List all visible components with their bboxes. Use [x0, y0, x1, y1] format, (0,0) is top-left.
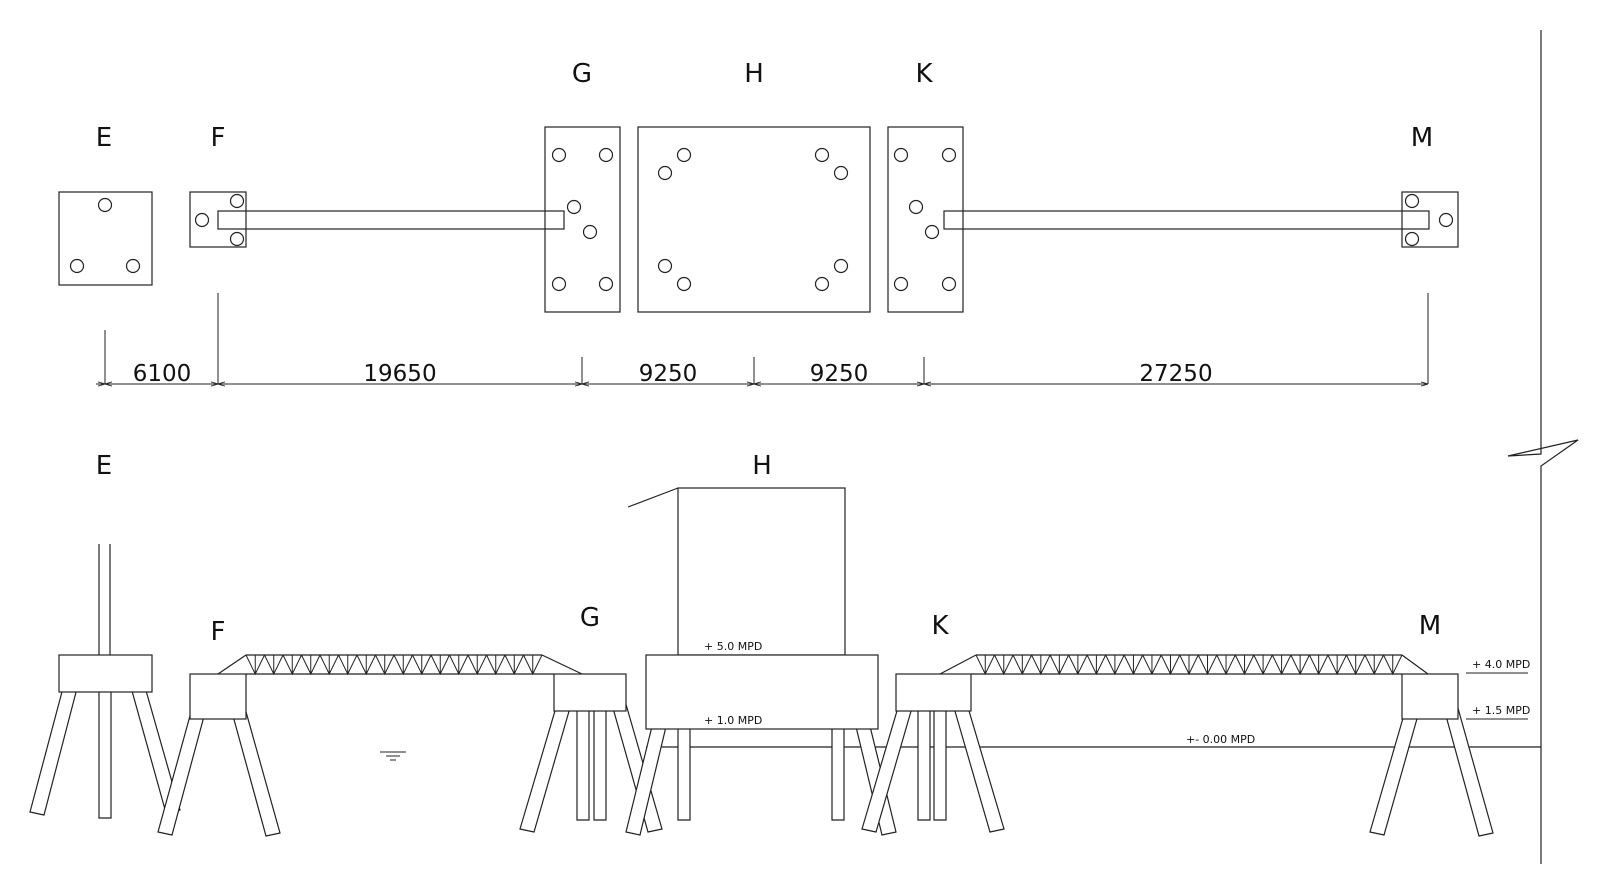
elevation-dolphin-g [553, 673, 627, 712]
elevation-pile-cap-m [1401, 673, 1459, 720]
elevation-building-h [627, 487, 846, 656]
elevation-label-m: M [1419, 611, 1441, 641]
plan-pile-cap-f [189, 191, 247, 248]
level-h-base: + 1.0 MPD [704, 714, 762, 727]
plan-label-m: M [1411, 123, 1433, 153]
level-m-base: + 1.5 MPD [1472, 704, 1530, 717]
dimension-g-h: 9250 [639, 361, 698, 387]
plan-dolphin-k [887, 126, 964, 313]
elevation-label-f: F [211, 617, 226, 647]
plan-pile-cap-m [1401, 191, 1459, 248]
elevation-piles-e [29, 672, 181, 819]
elevation-label-g: G [580, 603, 600, 633]
plan-dolphin-g [544, 126, 621, 313]
plan-pile-cap-e [58, 191, 153, 286]
dimension-k-m: 27250 [1139, 361, 1212, 387]
elevation-dolphin-k [895, 673, 972, 712]
elevation-pile-cap-f [189, 673, 247, 720]
elevation-platform-h [645, 654, 879, 730]
level-m-top: + 4.0 MPD [1472, 658, 1530, 671]
elevation-mast-e [98, 544, 111, 655]
plan-label-g: G [572, 59, 592, 89]
dimension-h-k: 9250 [810, 361, 869, 387]
level-ground: +- 0.00 MPD [1186, 733, 1255, 746]
plan-view: E F G H K M [58, 59, 1459, 313]
plan-label-e: E [96, 123, 112, 153]
plan-label-f: F [211, 123, 226, 153]
level-h-top: + 5.0 MPD [704, 640, 762, 653]
plan-platform-h [637, 126, 871, 313]
elevation-label-h: H [752, 451, 772, 481]
dimension-f-g: 19650 [363, 361, 436, 387]
break-line [1507, 30, 1579, 864]
plan-walkway-k-m [943, 210, 1430, 230]
dimension-e-f: 6100 [133, 361, 192, 387]
plan-label-k: K [915, 59, 933, 89]
elevation-truss-k-m [939, 654, 1429, 676]
elevation-piles-f [157, 693, 281, 837]
plan-label-h: H [744, 59, 764, 89]
elevation-label-e: E [96, 451, 112, 481]
elevation-pile-cap-e [58, 654, 153, 693]
dimension-chain: 6100 19650 9250 9250 27250 [96, 293, 1429, 387]
elevation-piles-k [861, 689, 1005, 833]
elevation-label-k: K [931, 611, 949, 641]
elevation-view: E F G H K M [29, 451, 1541, 837]
plan-walkway-f-g [217, 210, 565, 230]
elevation-truss-f-g [217, 654, 583, 676]
water-level-symbol [380, 751, 406, 761]
